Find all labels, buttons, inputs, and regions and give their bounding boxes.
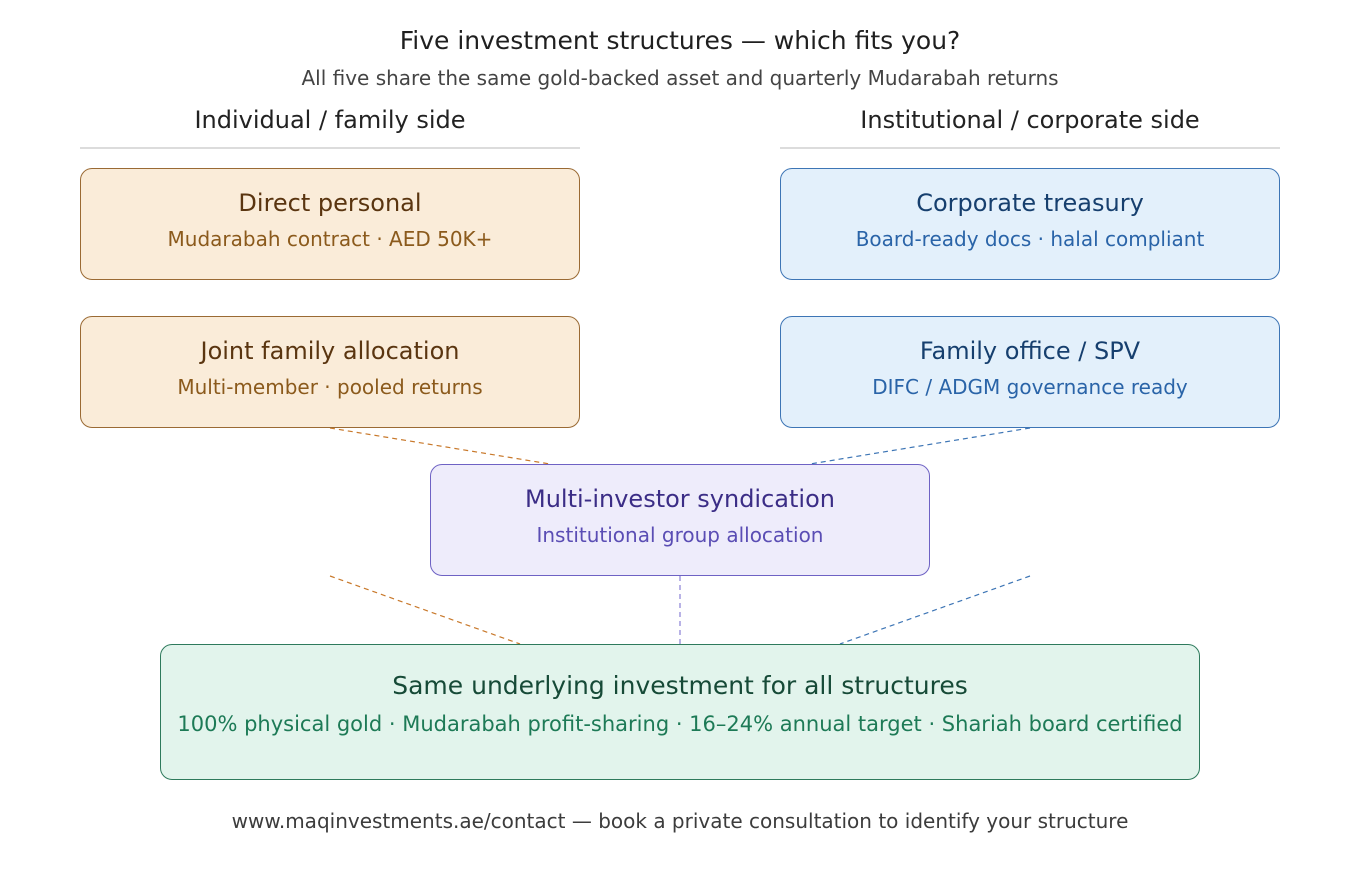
- card-multi-investor-syndication[interactable]: Multi-investor syndication Institutional…: [430, 464, 930, 576]
- card-subtitle: Board-ready docs · halal compliant: [855, 227, 1205, 251]
- card-title: Multi-investor syndication: [525, 485, 835, 513]
- connector-individual-to-base: [329, 575, 521, 645]
- card-family-office-spv[interactable]: Family office / SPV DIFC / ADGM governan…: [780, 316, 1280, 428]
- card-direct-personal[interactable]: Direct personal Mudarabah contract · AED…: [80, 168, 580, 280]
- page-subtitle: All five share the same gold-backed asse…: [301, 66, 1059, 90]
- card-details: 100% physical gold · Mudarabah profit-sh…: [177, 712, 1183, 736]
- page-title: Five investment structures — which fits …: [399, 26, 961, 55]
- card-title: Same underlying investment for all struc…: [392, 671, 968, 700]
- left-side-divider: [80, 147, 580, 149]
- card-title: Direct personal: [238, 189, 422, 217]
- connector-familyoffice-to-syndication: [809, 427, 1031, 465]
- card-title: Corporate treasury: [916, 189, 1144, 217]
- card-corporate-treasury[interactable]: Corporate treasury Board-ready docs · ha…: [780, 168, 1280, 280]
- card-subtitle: DIFC / ADGM governance ready: [872, 375, 1188, 399]
- card-underlying-investment: Same underlying investment for all struc…: [160, 644, 1200, 780]
- card-subtitle: Multi-member · pooled returns: [177, 375, 483, 399]
- right-side-divider: [780, 147, 1280, 149]
- card-subtitle: Institutional group allocation: [536, 523, 824, 547]
- card-joint-family-allocation[interactable]: Joint family allocation Multi-member · p…: [80, 316, 580, 428]
- connector-joint-to-syndication: [329, 427, 551, 465]
- connector-institutional-to-base: [839, 575, 1031, 645]
- left-side-heading: Individual / family side: [194, 106, 466, 134]
- card-title: Family office / SPV: [919, 337, 1141, 365]
- card-subtitle: Mudarabah contract · AED 50K+: [167, 227, 493, 251]
- right-side-heading: Institutional / corporate side: [860, 106, 1200, 134]
- footer-contact-text: www.maqinvestments.ae/contact — book a p…: [231, 809, 1129, 833]
- card-title: Joint family allocation: [200, 337, 460, 365]
